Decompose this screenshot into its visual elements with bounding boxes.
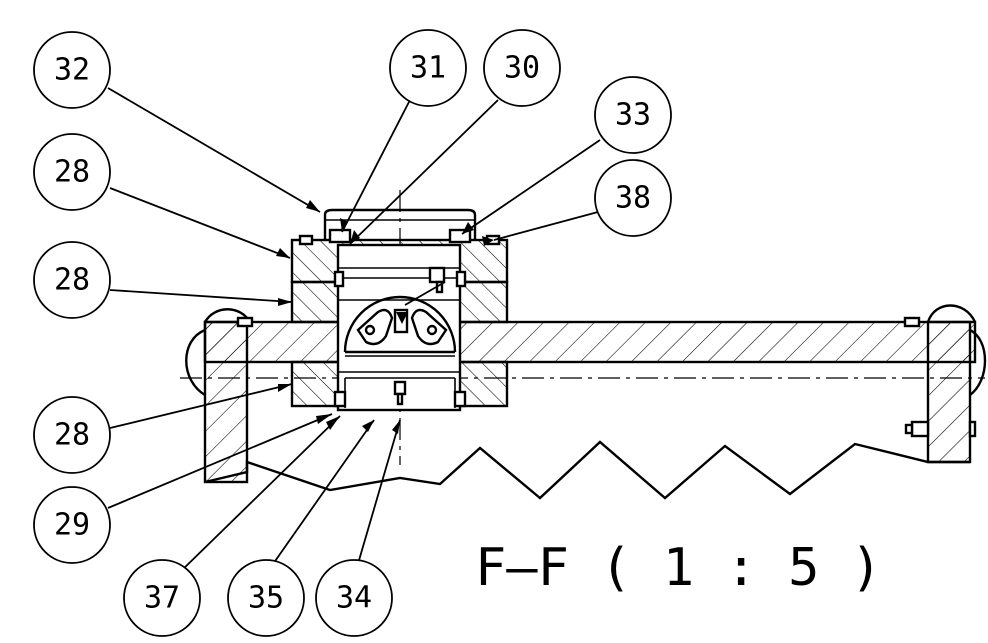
svg-text:33: 33: [615, 98, 651, 133]
balloon-31: 31: [389, 29, 467, 107]
balloon-35: 35: [227, 559, 305, 637]
top-cover: [323, 208, 477, 240]
balloon-38: 38: [594, 159, 672, 237]
svg-text:30: 30: [504, 51, 540, 86]
svg-text:38: 38: [615, 181, 651, 216]
balloon-33: 33: [594, 76, 672, 154]
svg-text:28: 28: [54, 263, 90, 298]
main-plate: [203, 320, 977, 364]
balloon-28-middle: 28: [33, 241, 111, 319]
left-cam: [356, 308, 394, 346]
svg-text:31: 31: [410, 51, 446, 86]
balloon-28-bottom: 28: [33, 396, 111, 474]
svg-text:34: 34: [336, 581, 372, 616]
break-line: [204, 440, 970, 500]
balloon-32: 32: [33, 31, 111, 109]
right-post: [926, 320, 972, 464]
svg-text:32: 32: [54, 53, 90, 88]
right-end-arc: [969, 328, 987, 396]
screw-31: [328, 228, 352, 244]
arc-mechanism: [343, 295, 457, 353]
right-top-arc: [926, 304, 977, 323]
screw-38: [428, 266, 446, 284]
section-title: F–F ( 1 : 5 ): [475, 538, 882, 598]
balloon-29: 29: [33, 486, 111, 564]
screw-34: [393, 380, 407, 396]
svg-text:28: 28: [54, 155, 90, 190]
balloon-28-top: 28: [33, 133, 111, 211]
svg-text:29: 29: [54, 508, 90, 543]
left-end-arc: [185, 328, 206, 397]
balloon-30: 30: [483, 29, 561, 107]
leader-lines: [107, 87, 601, 575]
svg-text:28: 28: [54, 418, 90, 453]
left-post: [203, 320, 249, 484]
balloon-37: 37: [123, 559, 201, 637]
balloon-34: 34: [315, 559, 393, 637]
svg-text:35: 35: [248, 581, 284, 616]
svg-text:37: 37: [144, 581, 180, 616]
